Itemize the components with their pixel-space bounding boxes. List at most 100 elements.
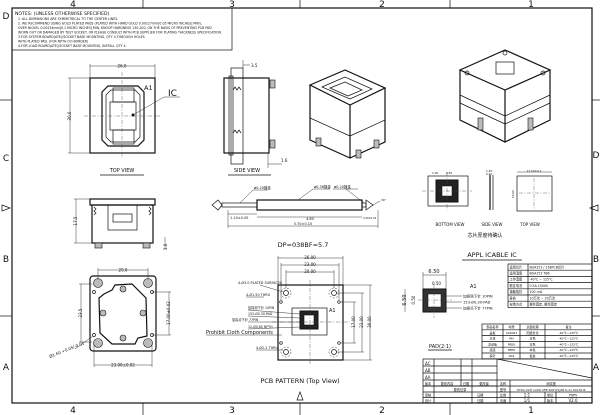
spec-value: BGA153 / 158PCB芯片 [530, 264, 565, 269]
material-header-cell: 表面处理 [526, 324, 538, 329]
ic-dim: 1.00 [432, 171, 438, 175]
pcb-a1-marker: A1 [329, 308, 336, 314]
pcb-pattern: A1 26.00 23.00 20.00 17.00 23.00 30.00 4… [206, 255, 372, 385]
zone-left-a: A [3, 363, 10, 373]
top-view-label: TOP VIEW [109, 168, 135, 174]
socket-front-view: 17.5 1.6 [73, 198, 168, 250]
ic-dim: 13.00 [511, 190, 515, 198]
pcb-callout: 153-Ø0.30-PAD [248, 311, 273, 316]
pcb-pattern-label: PCB PATTERN (Top View) [260, 377, 339, 385]
material-cell: PEEK [508, 348, 517, 352]
notes-line: 2. WE RECOMMEND USING GOLD PLATED PADS (… [18, 22, 202, 26]
pcb-callout: 加探点下针 77PIN [232, 317, 259, 322]
a1-marker: A1 [144, 84, 153, 92]
notes-line: 3.FOR SYSTEM BOARD(ATE)/SOCKET BASE MOUN… [18, 35, 145, 39]
material-header-cell: 材质 [508, 324, 514, 329]
scale-label: 比例 [500, 393, 506, 398]
pad-detail: 6.50 0.50 6.50 0.50 A1 加探测下针 10PIN 153-Ø… [402, 269, 493, 351]
zone-left-b: B [3, 255, 9, 265]
zone-bottom-1: 1 [528, 406, 534, 415]
date-label: 日期 [477, 393, 483, 398]
material-cell: PEI [509, 337, 514, 341]
version-value: V2.0 [568, 398, 578, 403]
notes-line: OVER NICKEL 0.00254mm[0.1 MICRO INCHES] … [18, 26, 212, 30]
material-cell: 本色 [529, 347, 535, 352]
version-label: 版本 [547, 398, 554, 403]
scale-value: 1:1 [524, 393, 531, 398]
spec-value: 螺丝固定, 螺丝固定 [530, 302, 558, 307]
material-cell: 探针 [489, 353, 495, 358]
ic-dim: 11.50±0.1 [527, 169, 542, 173]
zone-bottom-2: 2 [379, 406, 385, 415]
spec-label: 寿命 [510, 295, 517, 300]
spec-label: 适用芯片 [510, 264, 523, 269]
pcb-callout: 4-Ø2.2 THRU [256, 345, 278, 350]
ic-side-view-label: SIDE VIEW [482, 222, 503, 227]
spec-value: 100 mΩ [530, 290, 543, 294]
pin-dim-right: 0.40±0.05 [363, 216, 377, 220]
material-cell: 浮动板 [488, 341, 497, 346]
rev-header-content: 更改内容 [441, 381, 455, 386]
rev-header-date: 日期 [463, 381, 469, 386]
zone-right-d: D [593, 151, 600, 161]
socket-bottom-view: 20.0 23.5 17.00±0.02 23.00±0.02 Ø1.60 +0… [49, 268, 171, 368]
ic-dim: 1.20 [486, 169, 492, 173]
name-label: 名称 [500, 381, 507, 386]
pcb-dim-right-2: 23.00 [359, 316, 364, 328]
pad-callout-1: 加探测下针 10PIN [463, 294, 493, 299]
model-value: HYD2.2CH 1209 UFB 9007(S)P8.5-11.50130 B [517, 388, 586, 392]
material-header-cell: 部品名称 [486, 324, 498, 329]
material-cell: AL6061 [506, 331, 517, 335]
zone-right-b: B [593, 255, 599, 265]
material-cell: 盖板 [489, 330, 495, 335]
zone-top-4: 4 [70, 0, 76, 10]
bottom-view-hole-dim: Ø1.60 +0.05/-0.01 [49, 340, 86, 359]
notes-line: WORN OUT OR DAMAGED BY TEST SOCKET. OR P… [18, 31, 222, 35]
pad-callout-3: 加探点下针 77PIN [463, 306, 493, 311]
material-cell: 本色 [529, 341, 535, 346]
sheet-value: 1/1 [524, 398, 531, 403]
checked-label: 审核 [425, 393, 432, 398]
pcb-dim-top-3: 20.00 [304, 269, 316, 274]
material-cell: 阳极氧化 [526, 330, 538, 335]
title-block: ΔC ΔB ΔA 版本 更改内容 日期 更改者 更改记录 审核 设计 日期 日期… [422, 358, 593, 404]
pad-callout-2: 153-Ø0.30-PAD [463, 300, 491, 305]
revision-a: ΔA [425, 375, 431, 380]
pin-tip-label: 30° [381, 198, 387, 202]
notes-title: NOTES: (UNLESS OTHERWISE SPECIFIED) [15, 11, 110, 17]
material-cell: -40℃~125℃ [559, 348, 580, 352]
zone-right-a: A [593, 363, 600, 373]
rev-record-label: 更改记录 [454, 387, 468, 392]
bottom-view-right-dim: 17.00±0.02 [166, 301, 171, 325]
pcb-callout: 4-Ø1.50 THRU [246, 292, 271, 297]
pin-callout-2: ø0.38镀金 [314, 184, 331, 189]
pcb-callout: 4-Ø3.0 PLATED SURFACES [238, 280, 282, 285]
pin-callout-3: ø0.20镀金 [334, 184, 351, 189]
spec-value: 10万次 ~ 20万次 [530, 295, 556, 300]
rev-header-author: 更改者 [479, 381, 489, 386]
side-view-label: SIDE VIEW [234, 168, 260, 174]
material-cell: -40℃~125℃ [559, 331, 580, 335]
pad-pitch-dim: 0.50 [432, 281, 441, 286]
socket-isometric-view [308, 69, 387, 159]
material-cell: 本色 [529, 336, 535, 341]
zone-bottom-3: 3 [229, 406, 235, 415]
pad-a1-marker: A1 [470, 284, 477, 290]
pcb-dim-right-1: 17.00 [351, 316, 356, 328]
unit-value: mm [569, 393, 577, 398]
frame-border [11, 7, 593, 404]
zone-left-c: C [3, 154, 9, 164]
zone-top-1: 1 [528, 0, 534, 10]
ic-dim: 0.50 [446, 171, 452, 175]
top-view-width-dim: 26.0 [118, 64, 127, 69]
notes-line: WITH PLATED PAD. (FOR NPTH OO BORDER) [18, 40, 88, 44]
ic-label: IC [168, 89, 177, 99]
bottom-view-bottom-dim: 23.00±0.02 [111, 363, 135, 368]
ic-bottom-view-label: BOTTOM VIEW [436, 222, 465, 227]
applicable-ic-title: APPL ICABLE IC [467, 251, 517, 259]
revision-b: ΔB [425, 368, 431, 373]
ic-thickness-note: 芯片厚度待确认 [467, 232, 502, 239]
